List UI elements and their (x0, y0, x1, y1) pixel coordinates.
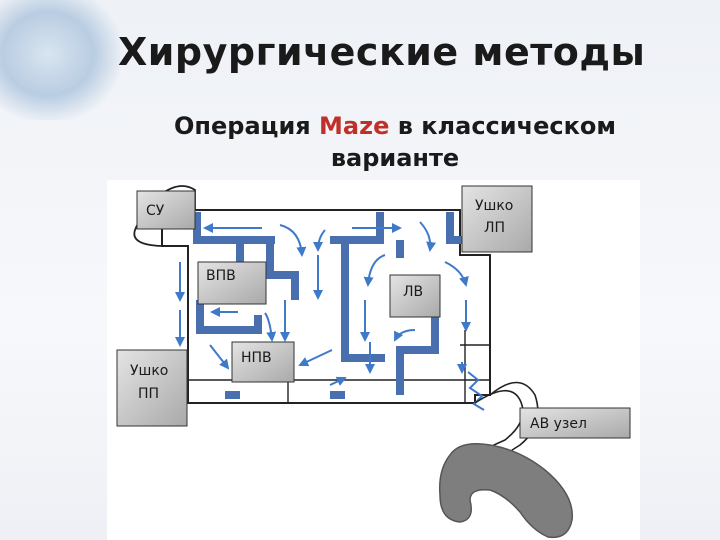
label-su: СУ (146, 203, 165, 219)
incision-lines (193, 212, 485, 399)
box-ushko-lp: Ушко ЛП (461, 185, 533, 253)
label-ushko-lp-1: Ушко (475, 198, 513, 214)
box-ushko-pp: Ушко ПП (116, 349, 188, 427)
label-ushko-pp-1: Ушко (130, 363, 168, 379)
box-lv: ЛВ (389, 274, 441, 318)
page-title: Хирургические методы (118, 30, 646, 74)
surgeon-photo (0, 0, 120, 120)
box-npv: НПВ (231, 341, 295, 383)
subtitle-accent: Maze (319, 112, 390, 140)
conduction-arrows (175, 221, 471, 386)
label-ushko-lp-2: ЛП (484, 220, 505, 236)
label-av-node: АВ узел (530, 416, 587, 432)
label-npv: НПВ (241, 350, 272, 366)
ventricle-shape (438, 443, 573, 539)
box-av-node: АВ узел (519, 407, 631, 439)
subtitle-prefix: Операция (174, 112, 320, 140)
subtitle-suffix: в классическом (389, 112, 616, 140)
label-vpv: ВПВ (206, 268, 236, 284)
subtitle: Операция Maze в классическом варианте (95, 110, 695, 174)
box-su: СУ (136, 190, 196, 230)
label-lv: ЛВ (403, 284, 423, 300)
subtitle-line2: варианте (330, 144, 460, 172)
box-vpv: ВПВ (197, 261, 267, 305)
label-ushko-pp-2: ПП (138, 386, 159, 402)
conduction-zigzag (467, 371, 485, 411)
